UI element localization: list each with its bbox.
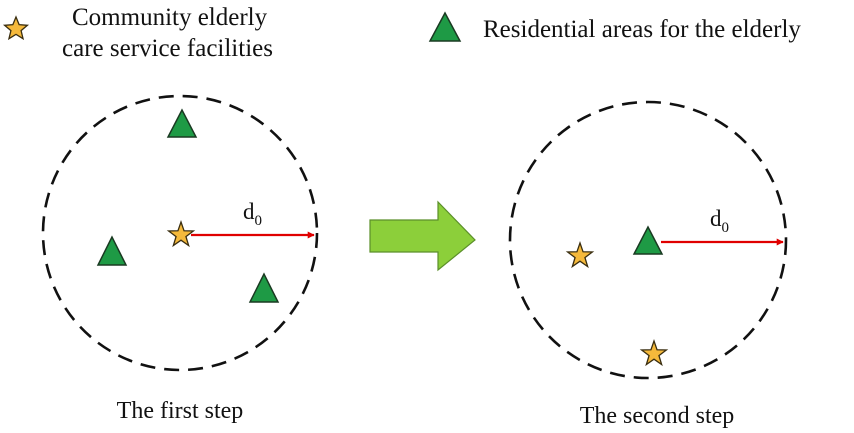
first-step-radius-label: d0 — [243, 199, 262, 229]
legend-residential-item: Residential areas for the elderly — [428, 11, 801, 43]
legend-facility-label-line2: care service facilities — [62, 35, 273, 62]
first-step-caption: The first step — [117, 398, 244, 424]
first-step-triangle-icon-left — [96, 235, 128, 266]
transition-arrow — [369, 200, 476, 272]
second-step-panel: d0 The second step — [508, 100, 788, 429]
legend-star-icon — [2, 15, 30, 41]
second-step-catchment-circle — [508, 100, 788, 380]
legend-residential-label: Residential areas for the elderly — [483, 16, 801, 43]
second-step-star-icon-bottom — [639, 339, 669, 367]
second-step-radius-label: d0 — [710, 206, 729, 236]
second-step-center-triangle-icon — [632, 225, 664, 255]
second-step-star-icon-left — [565, 241, 595, 269]
first-step-panel: d0 The first step — [41, 94, 319, 424]
legend-triangle-icon — [428, 11, 462, 42]
first-step-triangle-icon-top — [166, 108, 198, 138]
first-step-catchment-circle — [41, 94, 319, 372]
first-step-center-star-icon — [166, 220, 196, 248]
second-step-caption: The second step — [580, 403, 735, 429]
legend-facility-item: Community elderly care service facilitie… — [2, 4, 273, 62]
legend-facility-label-line1: Community elderly — [72, 4, 268, 31]
first-step-triangle-icon-right — [248, 272, 280, 303]
legend: Community elderly care service facilitie… — [2, 4, 801, 62]
